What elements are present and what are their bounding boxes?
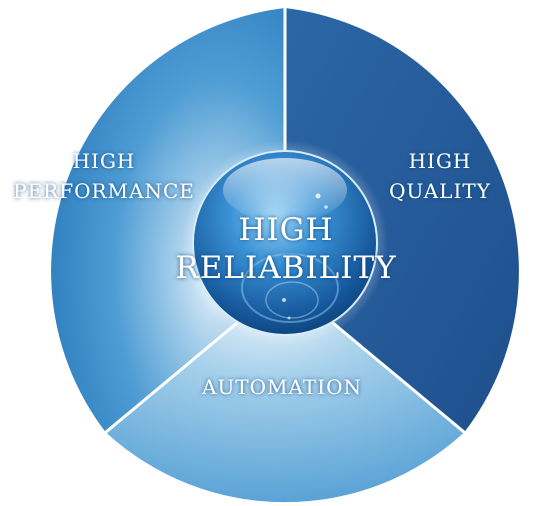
center-label-line1: High xyxy=(238,212,333,248)
quality-label-line1: High xyxy=(409,149,472,173)
center-sphere[interactable] xyxy=(182,140,388,346)
segment-automation[interactable] xyxy=(105,283,465,503)
performance-label-line1: High xyxy=(73,149,136,173)
automation-label: Automation xyxy=(201,375,362,399)
sphere-swirl-inner xyxy=(265,281,319,319)
center-label-line2: reliability xyxy=(175,250,396,286)
sparkle xyxy=(287,316,291,320)
sparkle xyxy=(282,298,286,302)
sphere-swirl xyxy=(241,253,339,323)
sphere-shine xyxy=(223,158,347,222)
quality-label-line2: quality xyxy=(389,179,491,203)
performance-label-line2: performance xyxy=(13,179,195,203)
